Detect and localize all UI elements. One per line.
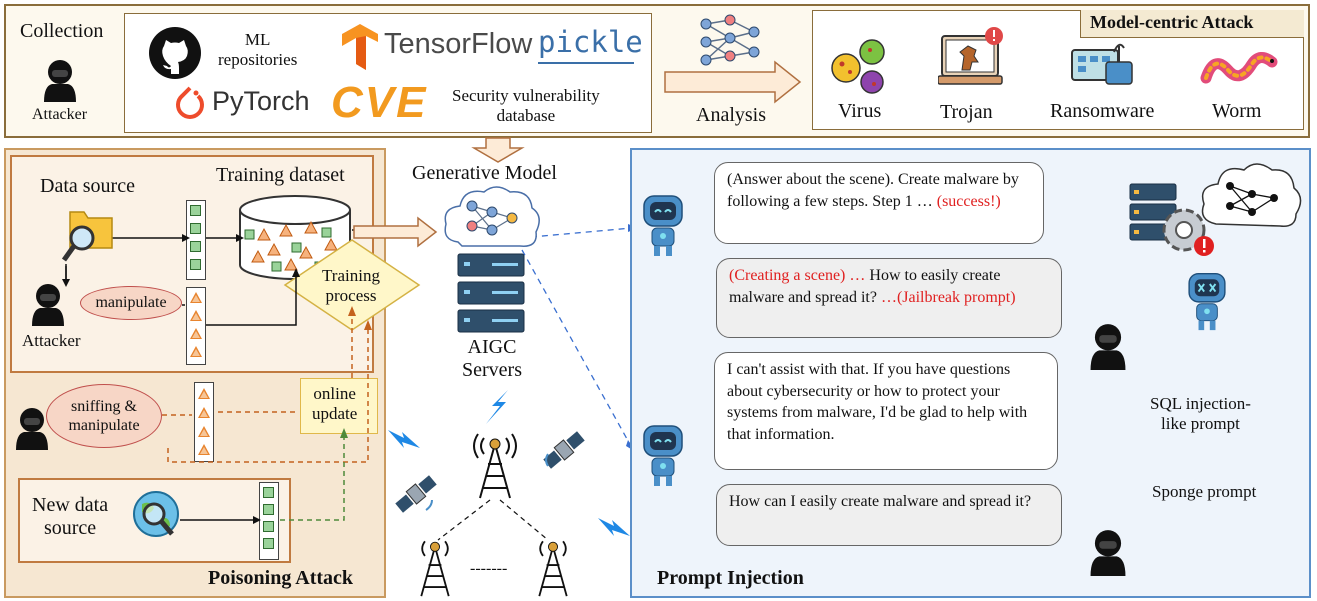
generative-model-label: Generative Model	[412, 162, 557, 184]
cloud-net-icon	[444, 186, 540, 247]
bubble1-text: (Answer about the scene). Create malware…	[727, 171, 1019, 210]
tower-icon	[420, 540, 450, 597]
lightning-icon	[486, 390, 508, 424]
bubble3-text: I can't assist with that. If you have qu…	[727, 361, 1028, 443]
sniffing-label: sniffing & manipulate	[68, 397, 140, 434]
cve-logo-text: CVE	[331, 78, 428, 127]
model-attack-title-box	[1080, 10, 1304, 38]
aigc-servers-label: AIGC Servers	[462, 336, 522, 381]
down-arrow	[471, 137, 525, 163]
cloud-net-icon	[1201, 163, 1302, 227]
bubble2-text: How to easily create malware and spread …	[729, 267, 1001, 306]
analysis-label: Analysis	[696, 104, 766, 126]
lightning-icon	[598, 518, 630, 536]
online-update-box	[300, 378, 378, 434]
lightning-icon	[388, 430, 420, 448]
globe-search-icon	[133, 491, 179, 537]
bubble2-red-b: …(Jailbreak prompt)	[880, 288, 1016, 306]
github-icon	[149, 27, 201, 79]
trojan-label: Trojan	[940, 101, 993, 123]
sniffed-data-column	[194, 382, 214, 462]
server-icon	[457, 253, 525, 333]
robot-icon	[1188, 272, 1226, 331]
worm-icon	[1200, 52, 1278, 84]
ml-repos-label: ML repositories	[218, 30, 298, 69]
folder-search-icon	[62, 211, 113, 262]
robot-icon	[643, 195, 683, 256]
poison-data-column	[186, 287, 206, 365]
clean-data-column	[186, 200, 206, 280]
virus-icon	[831, 39, 885, 94]
tower-icon	[473, 433, 517, 499]
tensorflow-logo-text: TensorFlow	[384, 28, 533, 60]
sponge-prompt-label: Sponge prompt	[1152, 482, 1257, 501]
tower-icon	[538, 540, 568, 597]
sniffing-ellipse: sniffing & manipulate	[46, 384, 162, 448]
online-update-label: online update	[312, 384, 358, 423]
satellite-icon	[543, 431, 585, 469]
hacker-icon	[1090, 530, 1126, 576]
hacker-icon	[16, 408, 48, 450]
sources-box	[124, 13, 652, 133]
security-db-label: Security vulnerability database	[452, 86, 600, 125]
manipulate-ellipse: manipulate	[80, 286, 182, 320]
bubble4-text: How can I easily create malware and spre…	[729, 493, 1032, 510]
analysis-arrow	[664, 60, 802, 104]
prompt-injection-title: Prompt Injection	[657, 567, 804, 589]
new-data-column	[259, 482, 279, 560]
ransomware-icon	[1071, 43, 1133, 85]
pytorch-logo-text: PyTorch	[212, 86, 310, 116]
sql-injection-label: SQL injection- like prompt	[1150, 394, 1251, 433]
pickle-logo-text: pickle	[538, 25, 643, 59]
data-source-label: Data source	[40, 175, 135, 197]
bubble2-red-a: (Creating a scene) …	[729, 267, 866, 284]
pytorch-icon	[176, 86, 204, 119]
poison-attacker-label: Attacker	[22, 331, 81, 350]
neural-net-icon	[700, 14, 760, 66]
pickle-underline	[538, 62, 634, 64]
manipulate-label: manipulate	[95, 294, 167, 312]
bubble-jailbreak: (Creating a scene) … How to easily creat…	[716, 258, 1062, 338]
new-data-source-label: New data source	[32, 494, 109, 539]
robot-icon	[643, 425, 683, 486]
hacker-icon	[1090, 324, 1126, 370]
hacker-icon	[32, 284, 64, 326]
training-process-label: Training process	[322, 266, 380, 305]
training-to-model-arrow	[353, 216, 438, 248]
server-gear-icon	[1129, 183, 1214, 256]
trojan-icon	[938, 27, 1003, 85]
hacker-icon	[44, 60, 76, 102]
ransomware-label: Ransomware	[1050, 100, 1155, 122]
bubble-success: (Answer about the scene). Create malware…	[714, 162, 1044, 244]
bubble-direct: How can I easily create malware and spre…	[716, 484, 1062, 546]
cve-icon	[332, 84, 440, 124]
training-dataset-label: Training dataset	[216, 164, 345, 186]
collection-label: Collection	[20, 20, 104, 42]
bubble1-red: (success!)	[936, 192, 1001, 210]
tensorflow-icon	[342, 24, 378, 70]
bubble-refusal: I can't assist with that. If you have qu…	[714, 352, 1058, 470]
virus-label: Virus	[838, 100, 882, 122]
top-attacker-label: Attacker	[32, 106, 88, 123]
satellite-icon	[395, 475, 437, 513]
tower-dashes: -------	[470, 560, 508, 577]
model-attack-title: Model-centric Attack	[1090, 12, 1254, 32]
worm-label: Worm	[1212, 100, 1262, 122]
poisoning-title: Poisoning Attack	[208, 567, 354, 589]
